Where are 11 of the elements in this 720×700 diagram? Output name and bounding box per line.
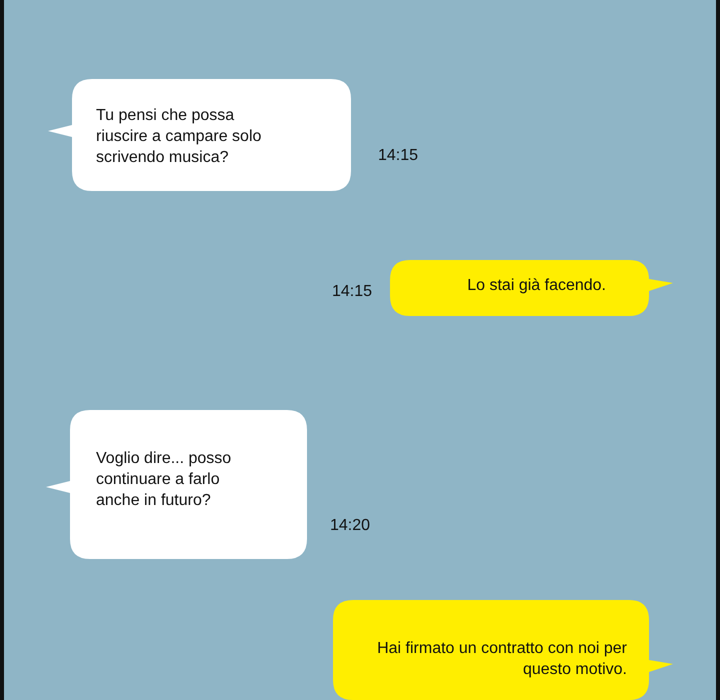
message-text: Voglio dire... posso continuare a farlo anche in futuro? — [96, 449, 232, 511]
speech-bubble — [48, 79, 351, 191]
speech-bubble — [46, 410, 307, 559]
timestamp: 14:20 — [330, 517, 370, 535]
timestamp: 14:15 — [378, 147, 418, 165]
timestamp: 14:15 — [332, 283, 372, 301]
message-text: Tu pensi che possa riuscire a campare solo scrivendo musica? — [96, 106, 262, 168]
speech-bubble — [390, 260, 673, 316]
message-text: Lo stai già facendo. — [466, 276, 606, 296]
speech-bubble — [333, 600, 673, 700]
message-text: Hai firmato un contratto con noi per questo motivo. — [376, 639, 627, 680]
